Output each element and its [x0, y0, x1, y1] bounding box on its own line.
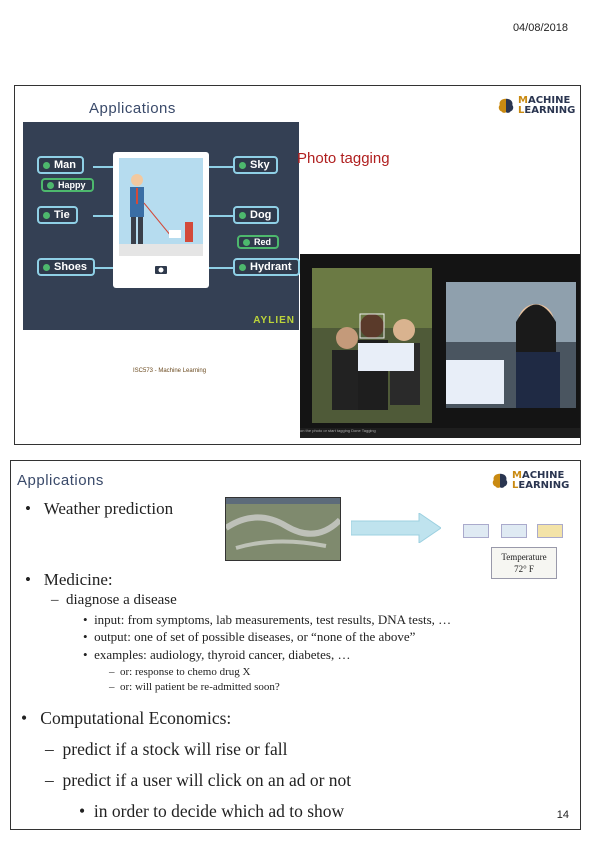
logo-text: MACHINE LEARNING — [518, 95, 576, 116]
brain-icon — [492, 473, 508, 488]
tag-man: Man — [37, 156, 84, 174]
weather-icon — [463, 524, 489, 538]
temperature-box: Temperature 72° F — [491, 547, 557, 579]
bullet-economics: • Computational Economics: — [21, 708, 232, 728]
photo-tagging-caption: Photo tagging — [297, 150, 390, 167]
logo-text: MACHINE LEARNING — [512, 470, 570, 491]
right-arrow-icon — [351, 513, 441, 543]
camera-icon — [155, 266, 167, 274]
photo-footer: on the photo or start tagging Done Taggi… — [300, 428, 580, 438]
bullet-or-readmitted: – or: will patient be re-admitted soon? — [109, 681, 280, 693]
phone-screen — [119, 158, 203, 256]
slide-photo-tagging: Applications MACHINE LEARNING Man Happy … — [14, 85, 581, 445]
slide-title: Applications — [89, 100, 176, 117]
temperature-label: Temperature — [501, 552, 547, 562]
brain-icon — [498, 98, 514, 113]
bullet-medicine: • Medicine: — [25, 570, 113, 589]
photo-tagging-illustration: Man Happy Tie Shoes Sky Dog Red Hydrant — [23, 122, 300, 330]
page-number: 14 — [556, 809, 569, 821]
bullet-input: • input: from symptoms, lab measurements… — [83, 612, 452, 627]
machine-learning-logo: MACHINE LEARNING — [491, 471, 569, 491]
bullet-click: – predict if a user will click on an ad … — [45, 770, 352, 790]
tag-happy: Happy — [41, 178, 94, 192]
tagged-photo-screenshot: on the photo or start tagging Done Taggi… — [300, 254, 580, 438]
aylien-brand: AYLIEN — [253, 315, 295, 326]
bullet-diagnose: – diagnose a disease — [51, 592, 177, 608]
course-label: ISC573 - Machine Learning — [133, 368, 207, 374]
bullet-examples: • examples: audiology, thyroid cancer, d… — [83, 647, 351, 662]
phone-frame — [113, 152, 209, 288]
group-photo — [312, 268, 432, 423]
tag-dog: Dog — [233, 206, 280, 224]
bullet-ad-order: • in order to decide which ad to show — [79, 801, 345, 821]
temperature-value: 72° F — [514, 564, 534, 574]
slide-title: Applications — [17, 472, 104, 489]
bullet-weather: • Weather prediction — [25, 499, 174, 518]
bullet-or-chemo: – or: response to chemo drug X — [109, 666, 251, 678]
portrait-photo — [446, 282, 576, 408]
bullet-output: • output: one of set of possible disease… — [83, 629, 416, 644]
tag-red: Red — [237, 235, 280, 249]
machine-learning-logo: MACHINE LEARNING — [497, 96, 575, 116]
slide-applications: Applications MACHINE LEARNING Temperatur… — [10, 460, 581, 830]
tag-hydrant: Hydrant — [233, 258, 300, 276]
tag-sky: Sky — [233, 156, 278, 174]
date-header: 04/08/2018 — [512, 22, 568, 34]
bullet-stock: – predict if a stock will rise or fall — [45, 739, 288, 759]
weather-icon — [501, 524, 527, 538]
weather-map-image — [224, 497, 343, 561]
tag-shoes: Shoes — [37, 258, 96, 276]
tag-tie: Tie — [37, 206, 78, 224]
sun-icon — [537, 524, 563, 538]
